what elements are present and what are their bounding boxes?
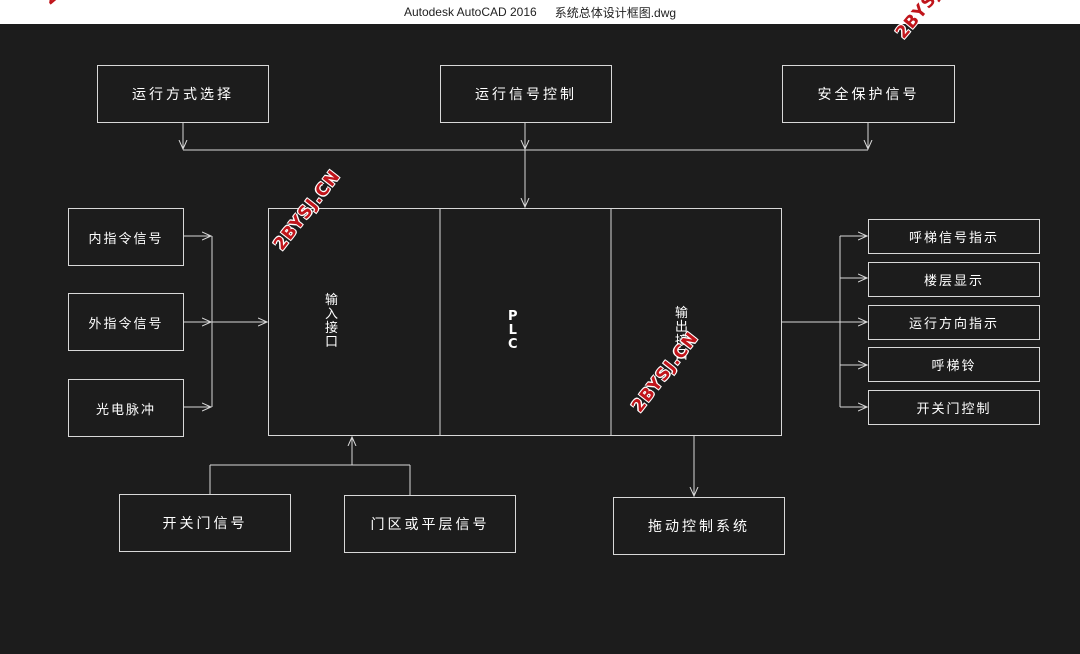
output-char: 口 (675, 348, 689, 363)
output-interface-label: 输 出 接 口 (675, 307, 688, 363)
app-title: Autodesk AutoCAD 2016 (403, 5, 537, 19)
direction-indicator-box: 运行方向指示 (868, 305, 1040, 340)
floor-display-box: 楼层显示 (868, 262, 1040, 297)
floor-display-label: 楼层显示 (923, 274, 984, 289)
input-char: 接 (325, 321, 339, 336)
plc-block-outline (268, 208, 782, 436)
output-char: 输 (675, 306, 689, 321)
door-control-box: 开关门控制 (868, 390, 1040, 425)
photo-pulse-label: 光电脉冲 (95, 402, 156, 418)
plc-label: P L C (508, 310, 518, 352)
inner-cmd-label: 内指令信号 (88, 231, 164, 247)
drive-control-box: 拖动控制系统 (613, 497, 785, 555)
outer-cmd-box: 外指令信号 (68, 293, 184, 351)
safety-box: 安全保护信号 (782, 65, 955, 123)
call-bell-box: 呼梯铃 (868, 347, 1040, 382)
inner-cmd-box: 内指令信号 (68, 208, 184, 266)
window-titlebar: Autodesk AutoCAD 2016 系统总体设计框图.dwg (0, 0, 1080, 24)
call-indicator-label: 呼梯信号指示 (908, 231, 999, 246)
safety-label: 安全保护信号 (817, 87, 920, 103)
plc-char: L (508, 323, 517, 338)
input-char: 输 (325, 293, 339, 308)
output-char: 接 (675, 334, 689, 349)
mode-select-box: 运行方式选择 (97, 65, 269, 123)
output-char: 出 (675, 320, 689, 335)
run-signal-box: 运行信号控制 (440, 65, 612, 123)
mode-select-label: 运行方式选择 (132, 87, 234, 103)
drive-control-label: 拖动控制系统 (648, 519, 750, 535)
connector-lines (0, 122, 1080, 654)
input-interface-label: 输 入 接 口 (325, 294, 338, 350)
plc-char: P (508, 309, 518, 324)
file-name: 系统总体设计框图.dwg (554, 5, 677, 20)
door-control-label: 开关门控制 (916, 402, 992, 417)
drawing-canvas[interactable]: 运行方式选择 运行信号控制 安全保护信号 内指令信号 外指令信号 光电脉冲 输 … (0, 24, 1080, 654)
door-zone-box: 门区或平层信号 (344, 495, 516, 553)
run-signal-label: 运行信号控制 (475, 87, 577, 103)
call-indicator-box: 呼梯信号指示 (868, 219, 1040, 254)
direction-indicator-label: 运行方向指示 (908, 317, 999, 332)
door-zone-label: 门区或平层信号 (370, 517, 490, 533)
input-char: 口 (325, 335, 339, 350)
plc-char: C (508, 337, 518, 352)
photo-pulse-box: 光电脉冲 (68, 379, 184, 437)
door-signal-label: 开关门信号 (162, 516, 248, 532)
outer-cmd-label: 外指令信号 (88, 316, 164, 332)
input-char: 入 (325, 307, 339, 322)
door-signal-box: 开关门信号 (119, 494, 291, 552)
call-bell-label: 呼梯铃 (931, 359, 977, 374)
